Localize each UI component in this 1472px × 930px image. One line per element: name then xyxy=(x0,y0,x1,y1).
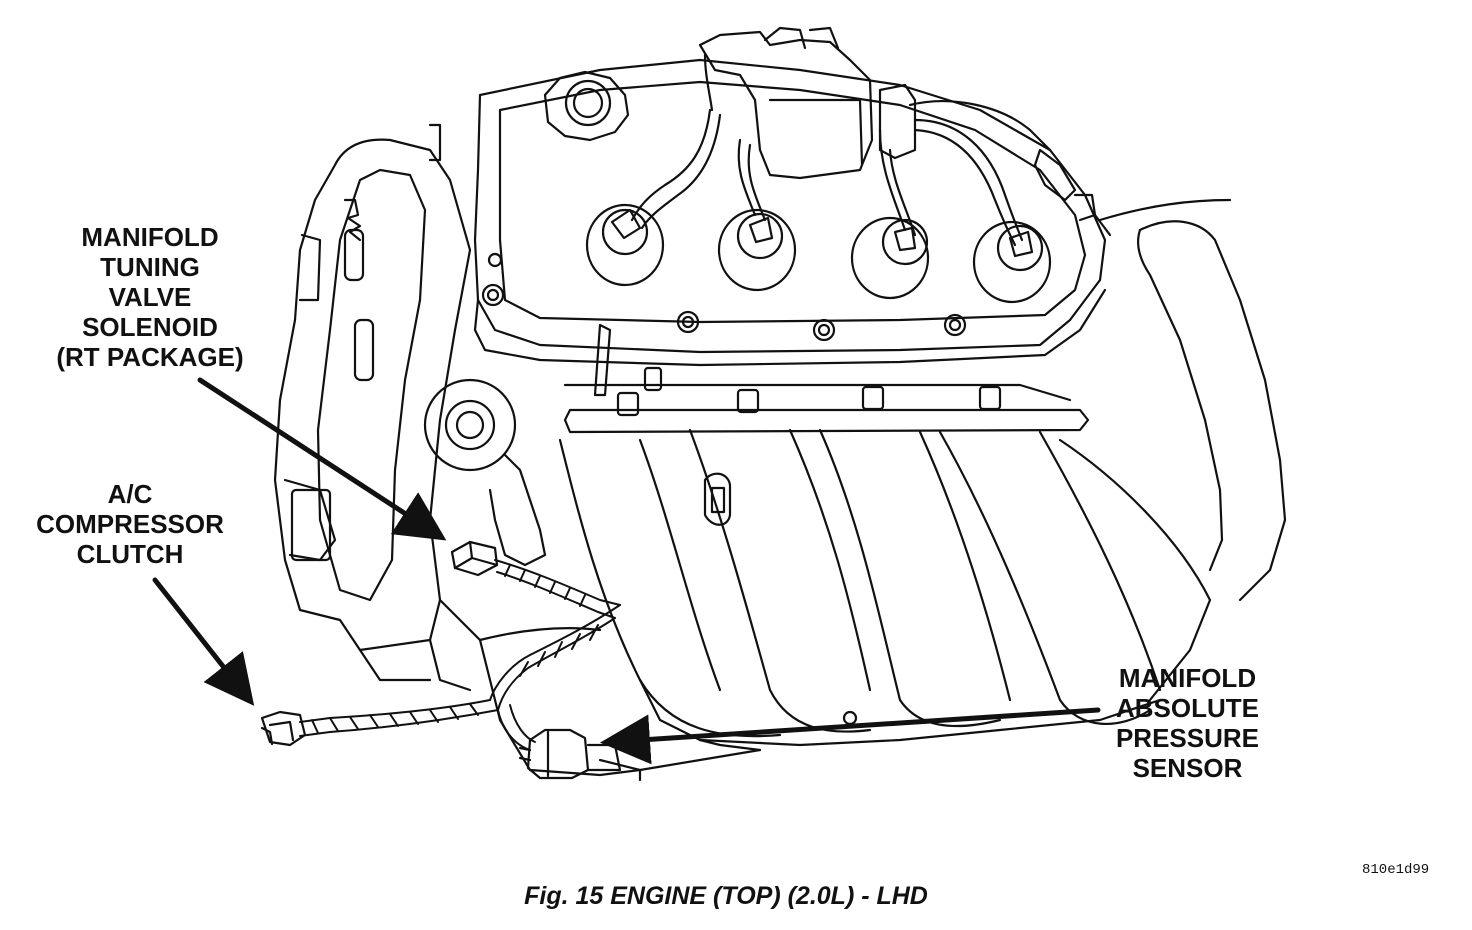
label-line: A/C xyxy=(107,479,153,509)
label-manifold-absolute-pressure-sensor: MANIFOLD ABSOLUTE PRESSURE SENSOR xyxy=(1090,663,1285,783)
label-line: SOLENOID xyxy=(82,312,218,342)
ignition-coil-pack xyxy=(630,26,1112,247)
label-line: CLUTCH xyxy=(76,539,184,569)
label-line: MANIFOLD xyxy=(1118,663,1257,693)
idler-pulley xyxy=(423,378,547,567)
figure-caption: Fig. 15 ENGINE (TOP) (2.0L) - LHD xyxy=(524,882,928,910)
label-line: (RT PACKAGE) xyxy=(56,342,244,372)
label-line: PRESSURE xyxy=(1115,723,1260,753)
label-ac-compressor-clutch: A/C COMPRESSOR CLUTCH xyxy=(30,479,230,569)
ac-leader-arrow xyxy=(152,577,255,706)
timing-belt-cover xyxy=(273,123,472,652)
label-line: COMPRESSOR xyxy=(36,509,224,539)
engine-block xyxy=(358,598,762,782)
fuel-rail xyxy=(563,323,1090,434)
label-line: TUNING xyxy=(100,252,200,282)
ac-clutch-connector xyxy=(260,710,307,747)
figure-reference-code: 810e1d99 xyxy=(1362,862,1430,878)
mtv-leader-arrow xyxy=(197,377,447,541)
label-line: SENSOR xyxy=(1132,753,1243,783)
mtv-solenoid-connector xyxy=(450,540,499,577)
spark-plug-boots xyxy=(585,203,1052,304)
label-line: VALVE xyxy=(108,282,192,312)
upper-hose xyxy=(1098,198,1287,602)
label-line: MANIFOLD xyxy=(81,222,219,252)
wiring-harness xyxy=(299,559,621,751)
valve-cover xyxy=(473,58,1107,367)
map-leader-arrow xyxy=(600,707,1101,765)
label-line: ABSOLUTE xyxy=(1116,693,1259,723)
label-manifold-tuning-valve-solenoid: MANIFOLD TUNING VALVE SOLENOID (RT PACKA… xyxy=(40,222,260,372)
